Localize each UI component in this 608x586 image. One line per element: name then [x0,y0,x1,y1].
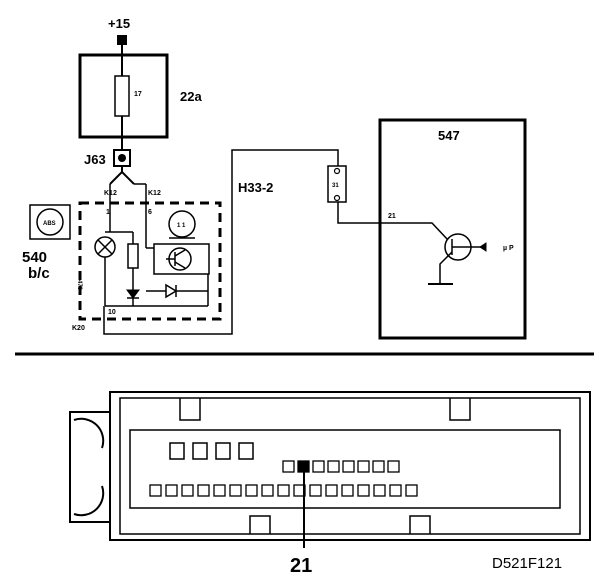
unit-547-label: 547 [438,128,460,143]
pin-small [197,484,210,497]
fuse-box-22a [78,53,169,139]
pin-k12-left-label: K12 [104,190,117,197]
pin-1-label: 1 [106,209,110,216]
pin-small [282,460,295,473]
pin-small [357,484,370,497]
connector-j63-label: J63 [84,152,106,167]
pin-470-label: 470 [76,280,82,291]
pin-21-highlighted [297,460,310,473]
pin-small [245,484,258,497]
pin-large [169,442,185,460]
fuse-17 [114,75,130,117]
pin-small [405,484,418,497]
unit-540-sub-label: b/c [28,265,50,282]
pin-k12-right-label: K12 [148,190,161,197]
pin-small [213,484,226,497]
connector-31 [327,165,347,203]
pin-small [181,484,194,497]
pin-10-label: 10 [108,309,116,316]
dial-text: ABS [43,221,56,227]
pin-small [277,484,290,497]
pin-small [387,460,400,473]
pin-large [238,442,254,460]
diode-left [126,289,140,299]
unit-540-dial [36,208,64,236]
pin-small [342,460,355,473]
wire-to-h33 [103,149,339,335]
pin-small [261,484,274,497]
pin-small [372,460,385,473]
pin-small [389,484,402,497]
pin-field [129,429,561,509]
pin-small [229,484,242,497]
split-wire [109,166,135,185]
pin-small [327,460,340,473]
gauge [168,210,196,238]
connector-31-label: 31 [332,183,339,189]
wire-21 [337,202,449,241]
unit-k20-label: K20 [72,325,85,332]
pin-small [373,484,386,497]
pin-large [192,442,208,460]
connector-housing [109,391,591,541]
pin-small [149,484,162,497]
unit-540-label: 540 [22,249,47,266]
pin-small [357,460,370,473]
diode-right [165,283,178,299]
connector-j63-pin [118,154,126,162]
mu-p-label: µ P [503,245,514,252]
pin-small [325,484,338,497]
connector-pin-callout-label: 21 [290,555,312,577]
pin-large [215,442,231,460]
gauge-text: 1 1 [177,223,186,229]
fuse-number: 17 [134,91,142,98]
pin-small [312,460,325,473]
supply-label: +15 [108,16,130,31]
pin-21-label: 21 [388,213,396,220]
lamp-cross [97,239,113,255]
fuse-box-label: 22a [180,89,202,104]
resistor [127,243,139,269]
pin-small [309,484,322,497]
pin-6-label: 6 [148,209,152,216]
unit-547 [378,118,527,340]
pin-small [165,484,178,497]
figure-id: D521F121 [492,555,562,572]
connector-h33-label: H33-2 [238,180,273,195]
supply-terminal [117,35,127,45]
module-k20 [78,201,222,321]
pin-small [341,484,354,497]
